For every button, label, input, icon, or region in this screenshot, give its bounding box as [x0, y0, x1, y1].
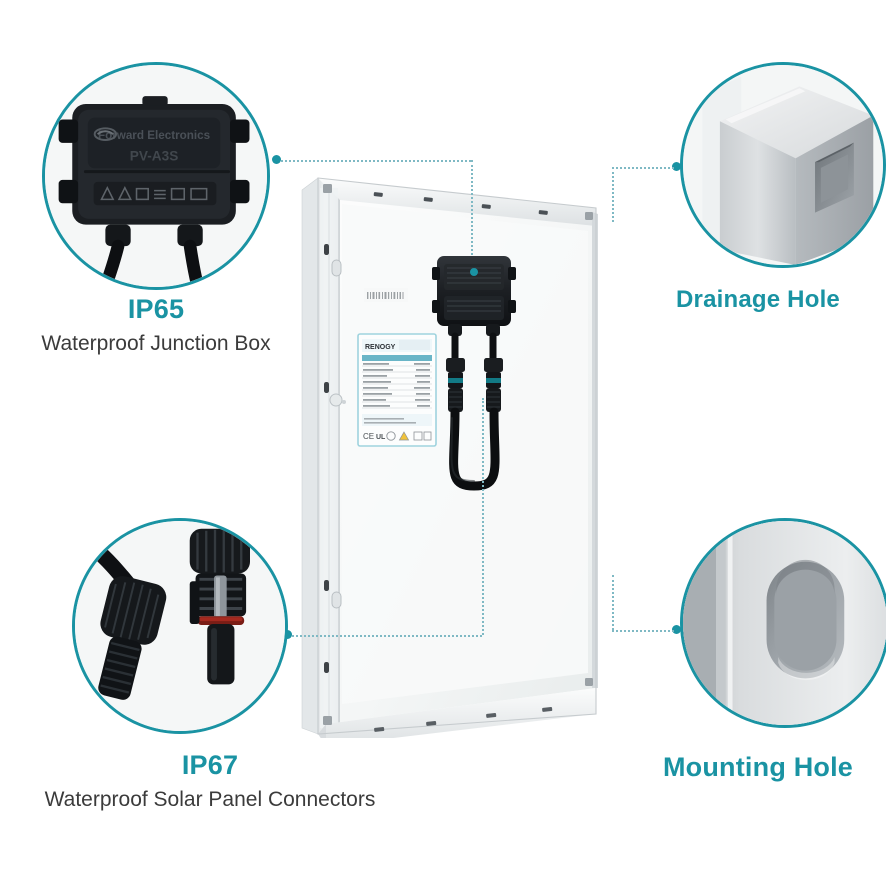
svg-text:UL: UL [376, 434, 386, 441]
callout-subtitle-connectors: Waterproof Solar Panel Connectors [44, 788, 376, 811]
callout-title-connectors: IP67 [181, 750, 239, 780]
jb-brand-text: Forward Electronics [98, 129, 211, 142]
leader-dash-vertical [612, 167, 614, 222]
callout-title-mounting-hole: Mounting Hole [662, 752, 854, 782]
callout-circle-connectors [72, 518, 288, 734]
svg-text:CE: CE [363, 432, 374, 441]
leader-dash-vertical [612, 575, 614, 630]
callout-title-junction-box: IP65 [127, 294, 185, 324]
callout-title-drainage-hole: Drainage Hole [676, 286, 840, 313]
leader-dash-horizontal [292, 635, 482, 637]
callout-subtitle-junction-box: Waterproof Junction Box [41, 332, 271, 355]
leader-dot-mounting-hole [672, 625, 681, 634]
jb-model-text: PV-A3S [130, 148, 178, 163]
leader-dot-drainage-hole [672, 162, 681, 171]
svg-text:RENOGY: RENOGY [365, 344, 396, 351]
leader-dash-horizontal [612, 630, 674, 632]
leader-dash-vertical [482, 398, 484, 635]
leader-dot-junction-box [272, 155, 281, 164]
leader-dash-vertical [471, 160, 473, 255]
leader-dash-horizontal [281, 160, 471, 162]
solar-panel-illustration: RENOGY [296, 168, 616, 738]
callout-circle-mounting-hole [680, 518, 886, 728]
leader-dash-horizontal [612, 167, 674, 169]
callout-circle-drainage-hole [680, 62, 886, 268]
callout-circle-junction-box: Forward Electronics PV-A3S [42, 62, 270, 290]
